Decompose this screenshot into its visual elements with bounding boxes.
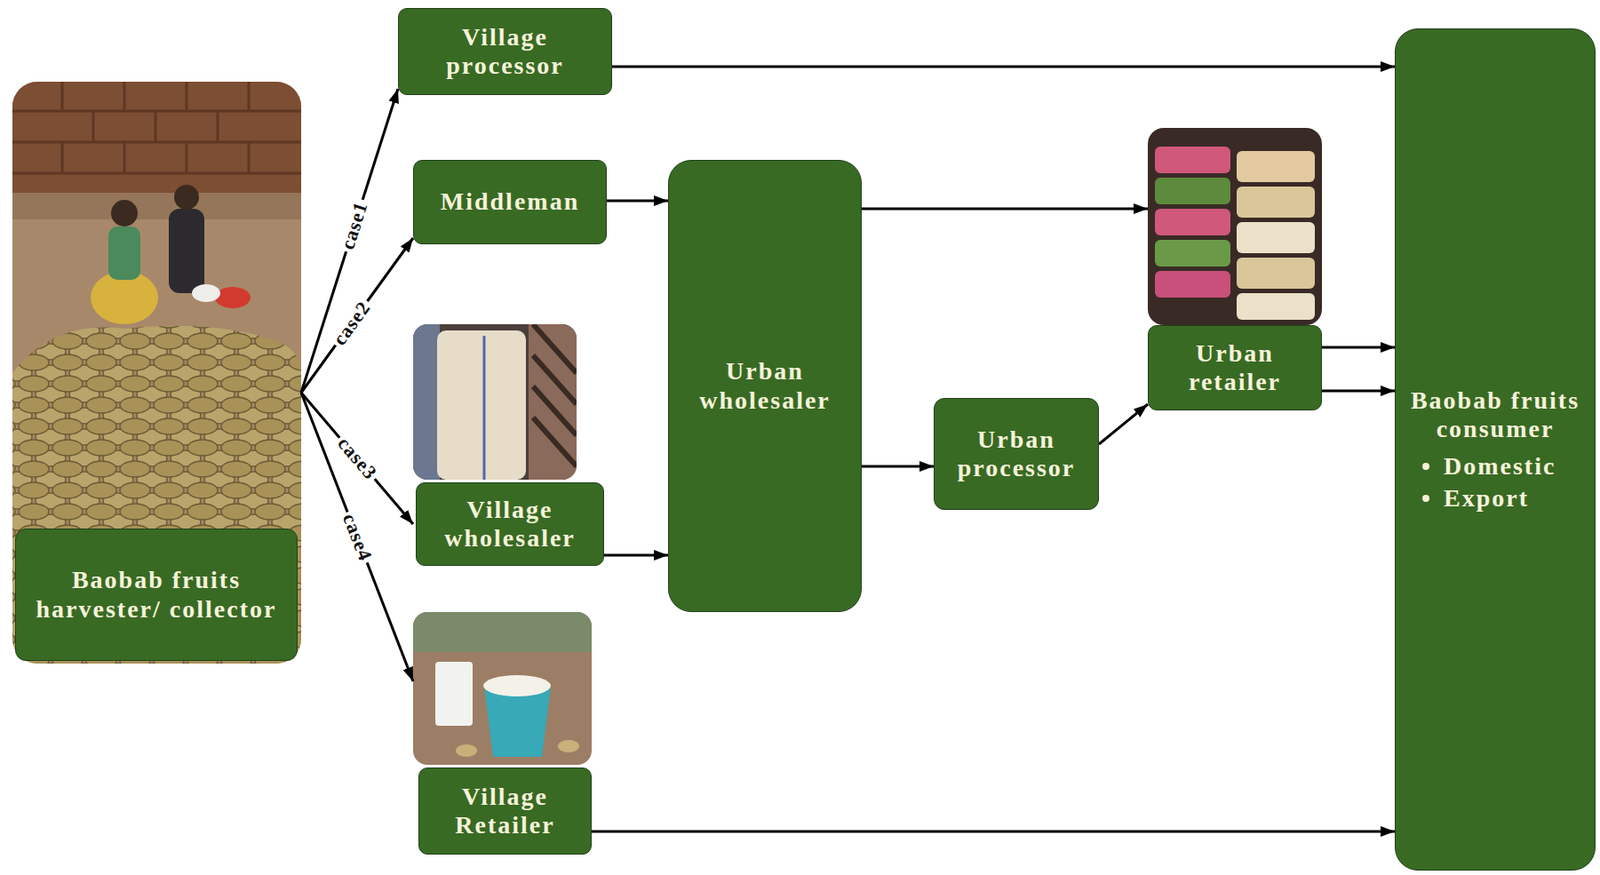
process-box: Baobab fruits consumerDomesticExport (1394, 28, 1596, 871)
node-label: Urban retailer (1159, 339, 1311, 397)
sack-photo (413, 324, 577, 480)
bag (1154, 146, 1231, 174)
process-box: Urban wholesaler (668, 159, 862, 613)
edge-label: case2 (326, 294, 376, 352)
flow-arrow (591, 830, 1395, 834)
bag (1154, 177, 1231, 205)
bullet-dot (1422, 462, 1430, 470)
bullet-text: Export (1443, 484, 1529, 513)
process-box: Village processor (398, 7, 613, 96)
white-cloth (191, 284, 221, 303)
flow-arrow (861, 465, 934, 469)
blanket-stripes (533, 324, 577, 467)
photo-node: Urban retailer (1147, 127, 1322, 411)
red-bowl (214, 286, 251, 309)
flow-arrow (1321, 390, 1395, 393)
bullet-item: Domestic (1422, 452, 1556, 481)
flow-arrow (604, 554, 669, 558)
node-label: Middleman (440, 187, 580, 216)
person-head (174, 184, 200, 210)
flow-arrow (612, 65, 1395, 69)
brick-wall (12, 81, 302, 193)
brick-lines (12, 81, 302, 174)
bag (1236, 293, 1315, 320)
bags-photo (1147, 127, 1322, 326)
bag (1154, 208, 1231, 236)
bullet-item: Export (1422, 484, 1529, 513)
flow-arrow (301, 392, 414, 682)
wall-base (12, 192, 302, 220)
bag (1236, 151, 1315, 183)
photo-ground (413, 612, 592, 765)
sack (437, 330, 526, 480)
blanket (528, 324, 577, 480)
node-heading: Baobab fruits consumer (1406, 386, 1585, 444)
flow-arrow (861, 207, 1148, 211)
flow-arrow (301, 88, 399, 393)
node-label: Baobab fruits harvester/ collector (26, 565, 287, 623)
node-label: Urban wholesaler (679, 357, 851, 414)
bag (1236, 186, 1315, 218)
person-torso (108, 226, 141, 280)
flow-arrow (1321, 346, 1395, 350)
edge-label: case1 (335, 196, 374, 255)
photo-ground (413, 324, 577, 480)
bullet-text: Domestic (1443, 452, 1556, 481)
bag (1236, 257, 1315, 289)
node-label: Urban processor (945, 425, 1088, 483)
person-body (168, 208, 205, 294)
label-box: Urban retailer (1147, 325, 1322, 411)
flow-arrow (606, 199, 669, 203)
person-head (111, 199, 138, 227)
label-box: Village wholesaler (415, 482, 605, 566)
bag (1154, 270, 1231, 298)
photo-ground (1147, 127, 1322, 326)
edge-label: case4 (337, 508, 378, 567)
sack-seam (483, 335, 486, 480)
process-box: Urban processor (933, 398, 1099, 510)
edge-label: case3 (331, 430, 383, 486)
label-box: Village Retailer (418, 767, 592, 855)
bucket-photo (413, 612, 592, 765)
bullet-dot (1422, 494, 1430, 502)
photo-node: Village Retailer (413, 612, 592, 855)
baobab-pulp (483, 675, 551, 697)
white-bag (435, 661, 473, 726)
process-box: Middleman (413, 159, 607, 245)
node-label: Village Retailer (429, 782, 581, 840)
bag (1236, 222, 1315, 254)
label-box: Baobab fruits harvester/ collector (15, 528, 298, 661)
grass (413, 612, 592, 653)
fruit-pile (12, 326, 302, 664)
bag (1154, 239, 1231, 267)
fruit (557, 740, 580, 753)
flow-arrow (301, 392, 414, 525)
flow-arrow (301, 238, 414, 393)
node-label: Village processor (409, 23, 601, 80)
photo-node: Village wholesaler (413, 324, 605, 566)
node-label: Village wholesaler (427, 495, 593, 553)
fruit (455, 744, 478, 757)
harvest-photo (12, 81, 302, 664)
bucket (484, 685, 551, 757)
ground (12, 81, 302, 664)
grey-cloth (413, 324, 440, 480)
photo-node: Baobab fruits harvester/ collector (12, 81, 302, 664)
flow-arrow (1098, 404, 1148, 445)
